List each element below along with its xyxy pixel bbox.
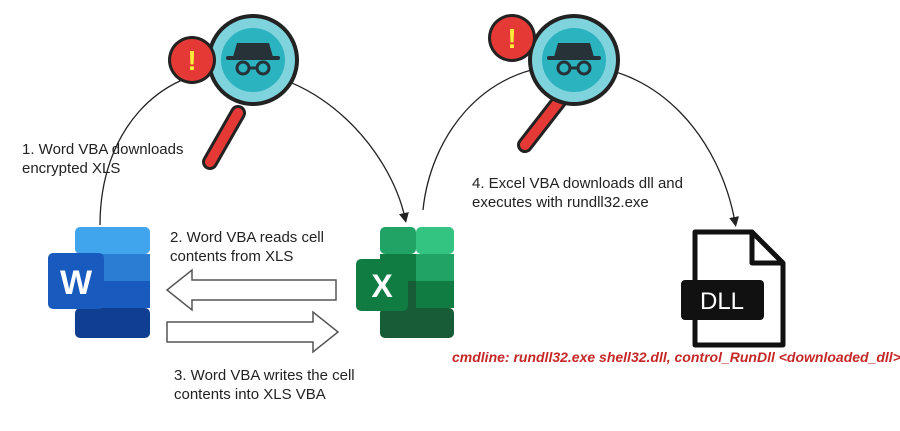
magnifier-spy-icon-2 (517, 14, 620, 153)
step-1-label: 1. Word VBA downloads encrypted XLS (22, 141, 184, 177)
cmdline-text: cmdline: rundll32.exe shell32.dll, contr… (452, 349, 900, 365)
excel-icon: X (356, 227, 454, 338)
magnifier-spy-icon-1 (202, 14, 299, 170)
alert-icon-2: ! (488, 14, 536, 62)
dll-file-icon: DLL (681, 229, 786, 348)
spy-icon (547, 43, 601, 76)
step-4-label: 4. Excel VBA downloads dll and executes … (472, 175, 683, 211)
dll-label: DLL (700, 288, 744, 315)
arrow-left-read (165, 268, 337, 312)
step-3-label: 3. Word VBA writes the cell contents int… (174, 367, 355, 403)
excel-letter: X (371, 268, 393, 304)
word-icon: W (48, 227, 150, 338)
alert-mark-2: ! (507, 23, 516, 54)
arrow-right-write (166, 310, 340, 354)
alert-icon-1: ! (168, 36, 216, 84)
spy-icon (226, 43, 280, 76)
word-letter: W (60, 264, 93, 302)
step-2-label: 2. Word VBA reads cell contents from XLS (170, 229, 324, 265)
alert-mark-1: ! (187, 45, 196, 76)
